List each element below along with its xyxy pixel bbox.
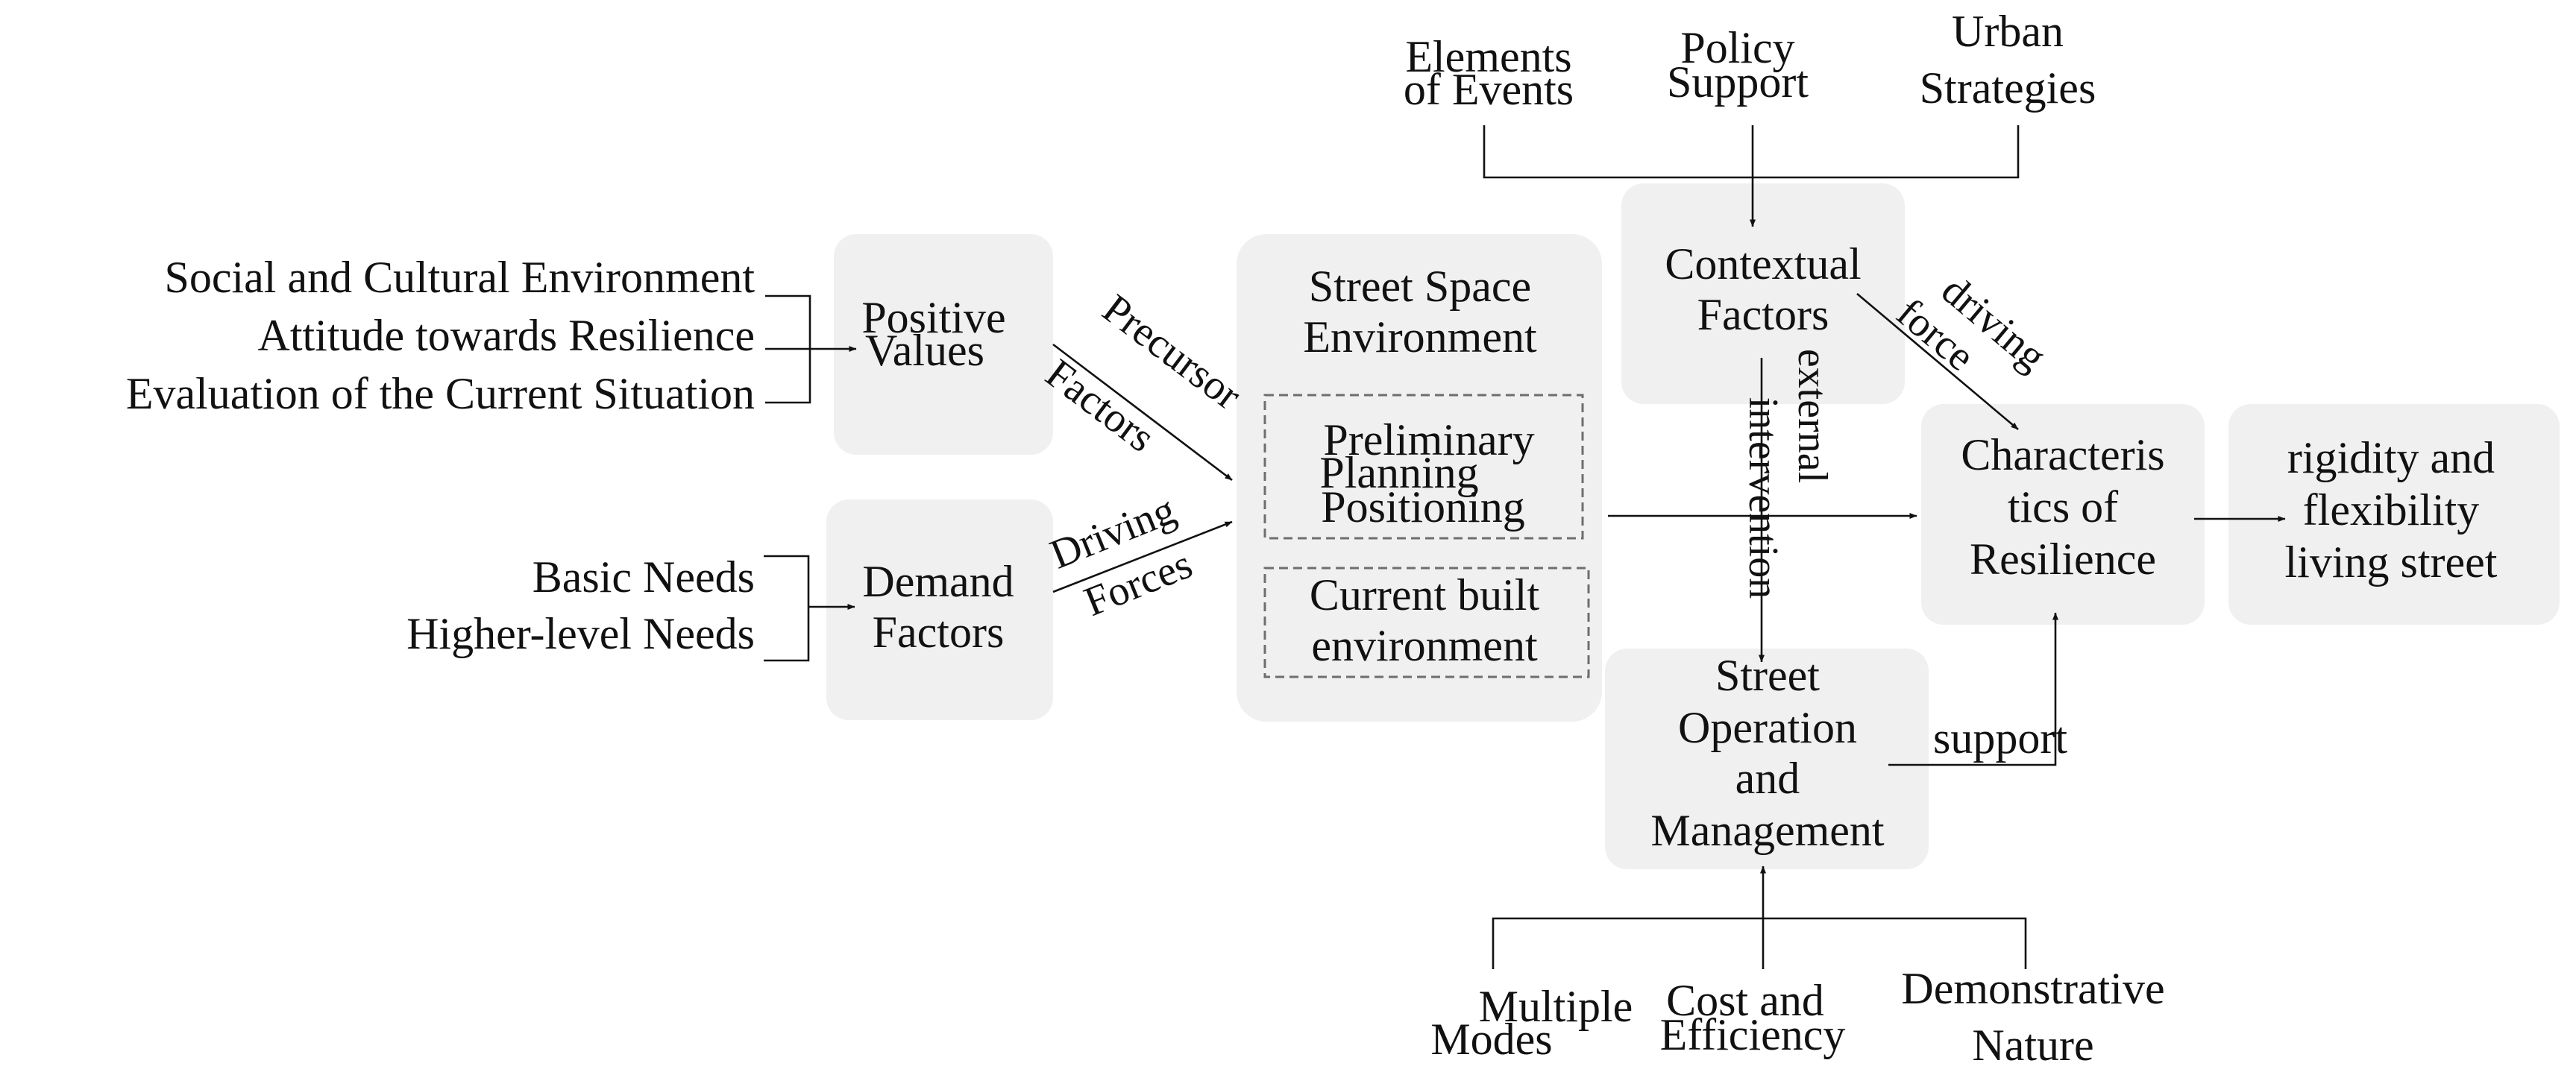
- planning-line3: Positioning: [1321, 482, 1524, 532]
- support-arrow: [1888, 612, 2058, 766]
- top-input-events-line2: of Events: [1404, 65, 1574, 114]
- input-attitude: Attitude towards Resilience: [257, 311, 755, 360]
- bottom-input-demo-line1: Demonstrative: [1901, 964, 2164, 1013]
- demand-factors-line1: Demand: [862, 557, 1014, 606]
- precursor-label-line2: Factors: [1037, 350, 1163, 461]
- street-space-line2: Environment: [1303, 312, 1537, 362]
- built-line2: environment: [1311, 621, 1538, 670]
- driving-forces-label: Driving Forces: [1044, 487, 1199, 625]
- top-input-urban-line2: Strategies: [1920, 63, 2096, 113]
- operation-management-box: [1605, 649, 1929, 869]
- driving-force-arrow: [1856, 293, 2019, 430]
- built-line1: Current built: [1310, 570, 1540, 619]
- outcome-line1: rigidity and: [2287, 433, 2495, 482]
- contextual-line2: Factors: [1697, 290, 1829, 339]
- positive-values-box: [834, 234, 1053, 455]
- factors-label: Factors: [1037, 350, 1163, 461]
- planning-line2: Planning: [1319, 448, 1478, 497]
- contextual-factors-box: [1621, 183, 1905, 404]
- top-bracket: [1483, 125, 2020, 179]
- street-space-box: [1237, 234, 1602, 722]
- precursor-arrow: [1052, 343, 1233, 482]
- bottom-bracket: [1492, 917, 2027, 969]
- bottom-input-cost-line1: Cost and: [1666, 976, 1824, 1025]
- planning-line1: Preliminary: [1323, 415, 1534, 464]
- resilience-line2: tics of: [2008, 482, 2118, 532]
- operation-line1: Street: [1715, 651, 1820, 700]
- contextual-line1: Contextual: [1665, 239, 1861, 289]
- external-line2: intervention: [1740, 397, 1786, 599]
- demand-factors-box: [826, 499, 1053, 720]
- top-input-policy-line1: Policy: [1680, 23, 1794, 72]
- input-social-cultural: Social and Cultural Environment: [164, 253, 755, 302]
- input-evaluation: Evaluation of the Current Situation: [126, 369, 755, 418]
- positive-values-line1: Positive: [861, 293, 1005, 342]
- resilience-line1: Characteris: [1961, 430, 2164, 479]
- bottom-input-cost-line2: Efficiency: [1660, 1010, 1846, 1059]
- operation-line2: Operation: [1678, 703, 1857, 752]
- external-intervention-label: external intervention: [1740, 349, 1835, 599]
- outcome-line2: flexibility: [2303, 485, 2480, 535]
- street-space-line1: Street Space: [1309, 262, 1531, 311]
- bottom-input-modes-line1: Multiple: [1479, 982, 1633, 1031]
- outcome-line3: living street: [2285, 537, 2498, 587]
- built-environment-dashed-box: [1263, 567, 1590, 678]
- operation-line4: Management: [1650, 806, 1885, 855]
- bottom-input-demo-line2: Nature: [1972, 1021, 2093, 1070]
- top-input-urban-line1: Urban: [1952, 7, 2064, 56]
- planning-dashed-box: [1263, 394, 1584, 540]
- external-line1: external: [1789, 349, 1835, 483]
- bottom-input-modes-line2: Modes: [1430, 1015, 1552, 1064]
- top-input-policy-line2: Support: [1667, 57, 1809, 107]
- support-label: support: [1933, 713, 2067, 763]
- resilience-box: [1921, 404, 2205, 625]
- operation-line3: and: [1735, 754, 1800, 803]
- top-input-events-line1: Elements: [1405, 32, 1571, 81]
- input-basic-needs: Basic Needs: [533, 552, 755, 602]
- needs-bracket: [764, 555, 810, 662]
- outcome-box: [2228, 404, 2560, 625]
- resilience-line3: Resilience: [1970, 535, 2156, 584]
- positive-values-line2: Values: [865, 326, 984, 375]
- demand-factors-line2: Factors: [873, 608, 1005, 657]
- input-higher-needs: Higher-level Needs: [406, 609, 755, 658]
- driving-forces-arrow: [1052, 520, 1233, 593]
